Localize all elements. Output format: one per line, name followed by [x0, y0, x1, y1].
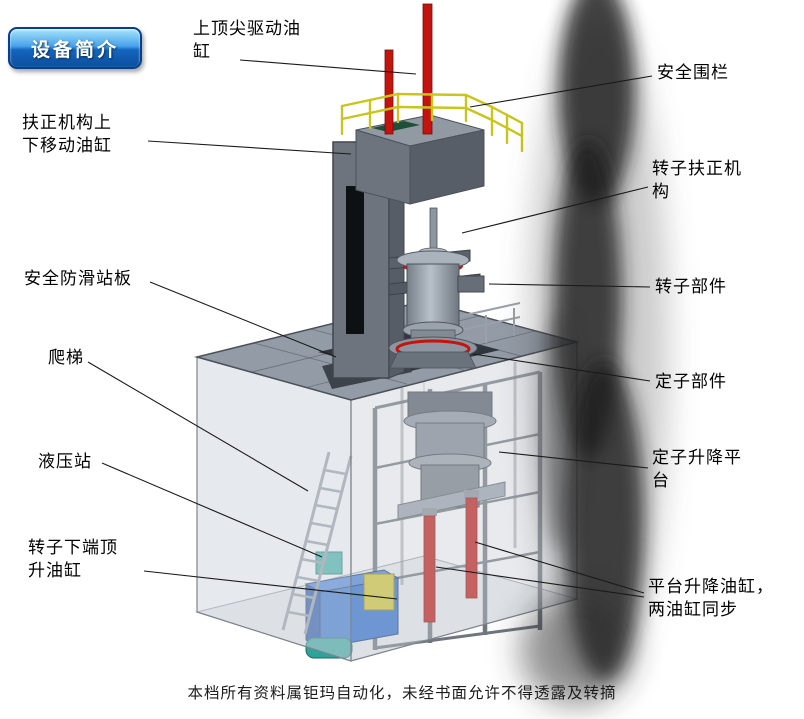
callout-stator-component: 定子部件 — [655, 372, 727, 391]
callout-hydraulic-station: 液压站 — [38, 452, 92, 471]
shadow-smudge — [520, 0, 668, 705]
safety-railing — [340, 92, 524, 153]
callout-rotor-centering-mechanism: 转子扶正机 构 — [652, 159, 742, 201]
callout-centering-updown-cylinder: 扶正机构上 下移动油缸 — [22, 113, 112, 155]
head-box — [355, 114, 485, 205]
callout-platform-lift-cylinders: 平台升降油缸， 两油缸同步 — [648, 577, 774, 619]
platform-lift-cylinders — [422, 490, 479, 623]
enclosure-walls — [196, 341, 578, 662]
callout-ladder: 爬梯 — [48, 348, 84, 367]
callout-rotor-bottom-jack-cylinder: 转子下端顶 升油缸 — [28, 538, 118, 580]
callout-top-tip-drive-cylinder: 上顶尖驱动油 缸 — [193, 19, 301, 61]
title-badge-label: 设备简介 — [30, 39, 119, 61]
callout-stator-lift-platform: 定子升降平 台 — [652, 448, 742, 490]
top-drive-cylinders — [384, 3, 433, 135]
leader-lines — [87, 59, 653, 600]
title-badge: 设备简介 — [8, 27, 142, 69]
callout-antislip-standing-board: 安全防滑站板 — [24, 269, 132, 288]
rotor-assembly — [388, 207, 485, 369]
callout-safety-fence: 安全围栏 — [657, 63, 729, 82]
confidentiality-note: 本档所有资料属钜玛自动化，未经书面允许不得透露及转摘 — [187, 685, 617, 702]
callout-rotor-component: 转子部件 — [655, 277, 727, 296]
